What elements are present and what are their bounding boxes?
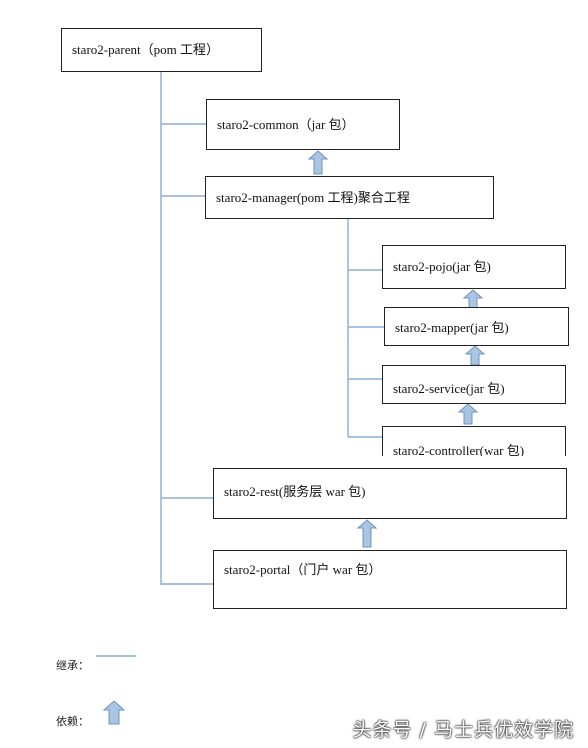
node-controller-label: staro2-controller(war 包) <box>393 443 525 456</box>
node-portal: staro2-portal（门户 war 包） <box>213 550 567 609</box>
legend-inherit-label: 继承： <box>56 660 89 672</box>
depend-arrow-portal-to-rest <box>356 519 378 548</box>
legend-depend-label: 依赖： <box>56 716 89 728</box>
node-mapper: staro2-mapper(jar 包) <box>384 307 569 346</box>
node-portal-label: staro2-portal（门户 war 包） <box>224 562 382 577</box>
node-rest-label: staro2-rest(服务层 war 包) <box>224 484 366 499</box>
depend-arrow-service-to-mapper <box>464 345 486 366</box>
node-manager-label: staro2-manager(pom 工程)聚合工程 <box>216 190 410 205</box>
depend-arrow-manager-to-common <box>307 150 329 175</box>
node-rest: staro2-rest(服务层 war 包) <box>213 468 567 519</box>
node-mapper-label: staro2-mapper(jar 包) <box>395 320 509 335</box>
node-service: staro2-service(jar 包) <box>382 365 566 404</box>
watermark-text: 头条号 / 马士兵优效学院 <box>352 719 574 741</box>
depend-arrow-controller-to-service <box>457 403 479 425</box>
node-parent-label: staro2-parent（pom 工程） <box>72 42 219 57</box>
node-service-label: staro2-service(jar 包) <box>393 381 505 396</box>
legend-depend-arrow <box>102 700 126 725</box>
node-parent: staro2-parent（pom 工程） <box>61 28 262 72</box>
node-pojo: staro2-pojo(jar 包) <box>382 245 566 289</box>
node-controller: staro2-controller(war 包) <box>382 426 566 456</box>
node-manager: staro2-manager(pom 工程)聚合工程 <box>205 176 494 219</box>
depend-arrow-mapper-to-pojo <box>462 289 484 309</box>
node-common-label: staro2-common（jar 包） <box>217 117 355 132</box>
node-common: staro2-common（jar 包） <box>206 99 400 150</box>
node-pojo-label: staro2-pojo(jar 包) <box>393 259 491 274</box>
